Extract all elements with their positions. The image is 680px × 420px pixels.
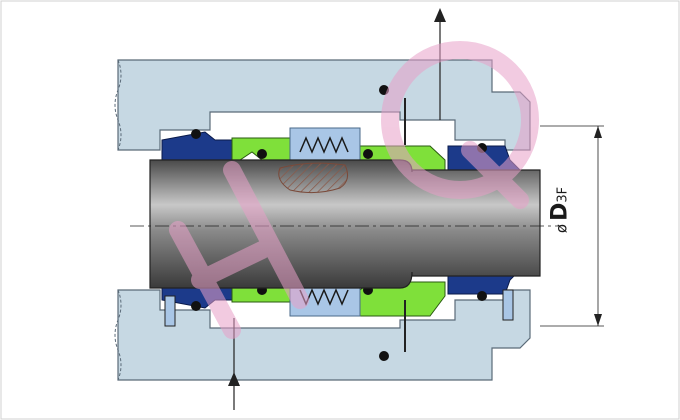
dim-arrow-bottom [594,314,602,326]
spring-upper [299,136,349,154]
dim-arrow-top [594,126,602,138]
set-screw-right [502,289,514,321]
o-ring-6 [191,301,201,311]
diameter-letter: D [547,202,573,221]
break-line-lower [114,289,122,381]
diameter-symbol: ø [552,223,571,234]
o-ring-2 [257,149,267,159]
o-ring-10 [379,351,389,361]
hq-watermark [169,41,539,339]
outlet-arrow-head [434,8,446,22]
o-ring-1 [191,129,201,139]
diameter-dimension-label: øD3F [548,187,573,233]
set-screw-left [164,295,176,327]
o-ring-9 [477,291,487,301]
shaft-cutaway [278,162,349,194]
break-line-upper [114,59,122,151]
rotating-sleeve-upper [289,127,361,163]
inlet-arrow-head [228,372,240,386]
o-ring-3 [363,149,373,159]
diameter-subscript: 3F [555,186,571,203]
